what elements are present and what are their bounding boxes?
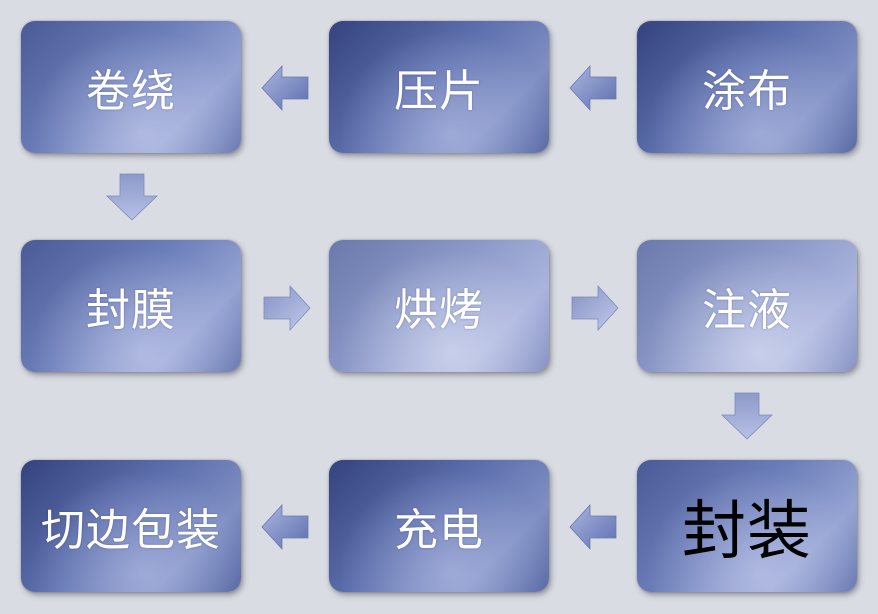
step-coating: 涂布 <box>637 21 857 153</box>
arrow-left-icon <box>569 503 617 551</box>
step-winding-label: 卷绕 <box>86 66 176 117</box>
arrow-down-icon <box>721 392 773 440</box>
step-charging-label: 充电 <box>394 505 484 556</box>
arrow-right-icon <box>263 284 311 332</box>
step-packaging: 封装 <box>637 460 857 592</box>
step-packaging-label: 封装 <box>682 495 812 569</box>
step-baking: 烘烤 <box>329 240 549 372</box>
step-film-sealing: 封膜 <box>21 240 241 372</box>
step-pressing: 压片 <box>329 21 549 153</box>
step-electrolyte-injection-label: 注液 <box>702 285 792 336</box>
step-coating-label: 涂布 <box>702 66 792 117</box>
step-electrolyte-injection: 注液 <box>637 240 857 372</box>
step-trimming-packing-label: 切边包装 <box>41 505 221 556</box>
step-charging: 充电 <box>329 460 549 592</box>
step-baking-label: 烘烤 <box>394 285 484 336</box>
step-pressing-label: 压片 <box>394 66 484 117</box>
arrow-down-icon <box>106 173 158 221</box>
arrow-left-icon <box>261 503 309 551</box>
step-trimming-packing: 切边包装 <box>21 460 241 592</box>
arrow-left-icon <box>569 64 617 112</box>
arrow-left-icon <box>261 64 309 112</box>
arrow-right-icon <box>571 284 619 332</box>
step-winding: 卷绕 <box>21 21 241 153</box>
step-film-sealing-label: 封膜 <box>86 285 176 336</box>
